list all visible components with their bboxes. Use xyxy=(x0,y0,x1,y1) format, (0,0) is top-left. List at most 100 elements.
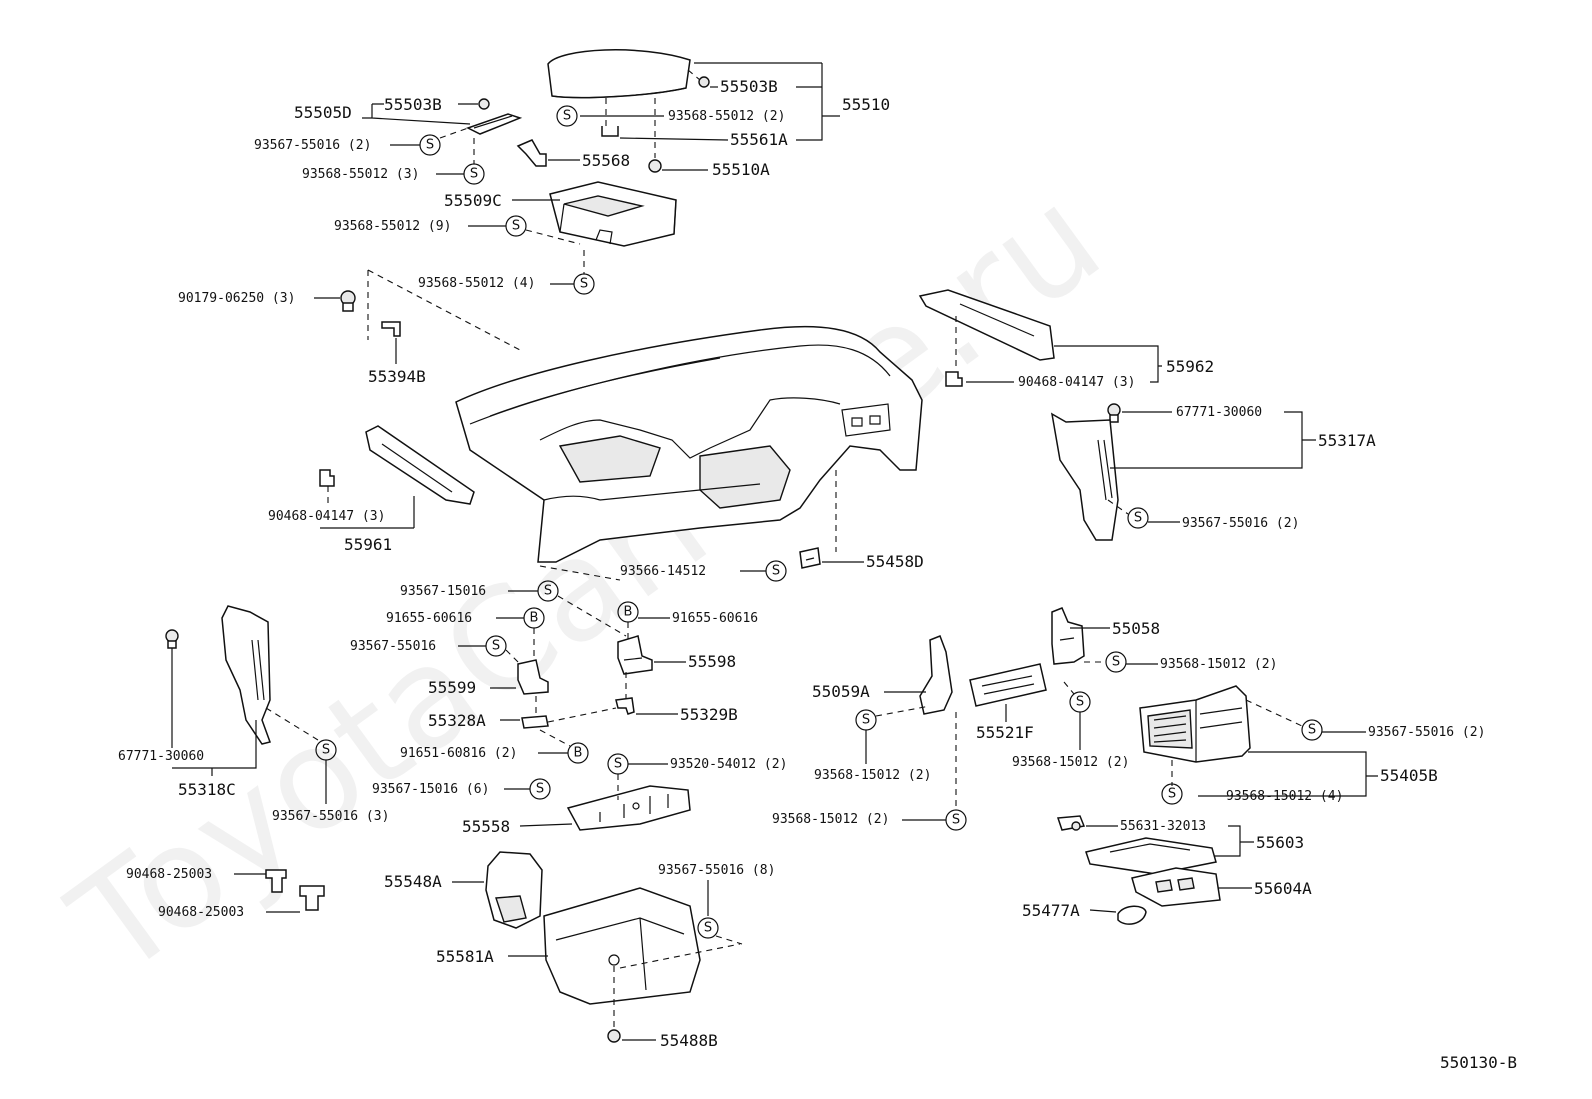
label-93568-15012-2-a: 93568-15012 (2) xyxy=(1160,657,1277,672)
label-93568-15012-2-c: 93568-15012 (2) xyxy=(814,768,931,783)
svg-text:S: S xyxy=(580,277,588,292)
label-55961: 55961 xyxy=(344,535,392,554)
part-55603 xyxy=(1085,837,1217,875)
label-93567-55016-2-cluster: 93567-55016 (2) xyxy=(1368,725,1485,740)
label-93567-55016-2-top: 93567-55016 (2) xyxy=(254,138,371,153)
label-55548A: 55548A xyxy=(384,872,442,891)
svg-text:S: S xyxy=(512,219,520,234)
label-93568-15012-4: 93568-15012 (4) xyxy=(1226,789,1343,804)
label-55510A: 55510A xyxy=(712,160,770,179)
label-93567-55016-2-right: 93567-55016 (2) xyxy=(1182,516,1299,531)
clip-55488B xyxy=(607,1029,621,1043)
label-93567-55016-mid: 93567-55016 xyxy=(350,639,436,654)
svg-text:S: S xyxy=(536,782,544,797)
label-91651-60816-2: 91651-60816 (2) xyxy=(400,746,517,761)
diagram-code: 550130-B xyxy=(1440,1053,1517,1072)
label-91655-60616-left: 91655-60616 xyxy=(386,611,472,626)
label-91655-60616-right: 91655-60616 xyxy=(672,611,758,626)
screw-symbol: S xyxy=(463,163,485,185)
part-55458D xyxy=(799,547,821,569)
screw-symbol: S xyxy=(855,709,877,731)
label-93568-15012-2-d: 93568-15012 (2) xyxy=(772,812,889,827)
label-93567-15016: 93567-15016 xyxy=(400,584,486,599)
label-55510: 55510 xyxy=(842,95,890,114)
screw-symbol: S xyxy=(1301,719,1323,741)
part-55317A xyxy=(1050,412,1119,541)
label-93567-55016-3: 93567-55016 (3) xyxy=(272,809,389,824)
screw-symbol: S xyxy=(1127,507,1149,529)
part-55581A xyxy=(543,887,701,1005)
screw-symbol: S xyxy=(765,560,787,582)
svg-text:S: S xyxy=(470,167,478,182)
label-55329B: 55329B xyxy=(680,705,738,724)
screw-symbol: S xyxy=(537,580,559,602)
screw-symbol: S xyxy=(945,809,967,831)
part-55961 xyxy=(365,425,475,505)
screw-symbol: S xyxy=(556,105,578,127)
screw-symbol: S xyxy=(1161,783,1183,805)
nut-55503B-left xyxy=(478,98,490,110)
part-55058 xyxy=(1051,607,1085,665)
label-55581A: 55581A xyxy=(436,947,494,966)
screw-symbol: S xyxy=(573,273,595,295)
label-93568-55012-2: 93568-55012 (2) xyxy=(668,109,785,124)
svg-text:S: S xyxy=(322,743,330,758)
screw-symbol: S xyxy=(505,215,527,237)
label-55558: 55558 xyxy=(462,817,510,836)
label-55503B-left: 55503B xyxy=(384,95,442,114)
label-93567-15016-6: 93567-15016 (6) xyxy=(372,782,489,797)
label-55394B: 55394B xyxy=(368,367,426,386)
part-55604A xyxy=(1131,867,1221,907)
svg-text:S: S xyxy=(563,109,571,124)
label-90468-25003-bottom: 90468-25003 xyxy=(158,905,244,920)
label-55488B: 55488B xyxy=(660,1031,718,1050)
part-55521F xyxy=(969,663,1047,707)
label-93568-55012-3: 93568-55012 (3) xyxy=(302,167,419,182)
part-55318C xyxy=(221,605,271,745)
svg-text:S: S xyxy=(772,564,780,579)
clip-67771-30060-left xyxy=(165,629,179,649)
clip-90468-04147-right xyxy=(945,371,963,387)
label-93520-54012-2: 93520-54012 (2) xyxy=(670,757,787,772)
screw-symbol: S xyxy=(419,134,441,156)
pin-55394B xyxy=(381,321,401,337)
label-67771-30060-left: 67771-30060 xyxy=(118,749,204,764)
svg-text:S: S xyxy=(862,713,870,728)
part-55561A xyxy=(601,126,619,137)
part-55599 xyxy=(517,659,549,695)
screw-symbol: S xyxy=(697,917,719,939)
label-55317A: 55317A xyxy=(1318,431,1376,450)
part-55059A xyxy=(919,635,953,715)
label-55059A: 55059A xyxy=(812,682,870,701)
part-instrument-panel xyxy=(455,325,923,563)
clip-90179-06250 xyxy=(340,290,356,312)
label-55509C: 55509C xyxy=(444,191,502,210)
label-93568-55012-4: 93568-55012 (4) xyxy=(418,276,535,291)
label-93568-15012-2-b: 93568-15012 (2) xyxy=(1012,755,1129,770)
label-55328A: 55328A xyxy=(428,711,486,730)
svg-text:S: S xyxy=(1076,695,1084,710)
label-55603: 55603 xyxy=(1256,833,1304,852)
svg-text:S: S xyxy=(704,921,712,936)
screw-symbol: S xyxy=(485,635,507,657)
label-55505D: 55505D xyxy=(294,103,352,122)
part-55329B xyxy=(615,697,635,715)
svg-text:S: S xyxy=(952,813,960,828)
screw-symbol: S xyxy=(1105,651,1127,673)
label-55503B-right: 55503B xyxy=(720,77,778,96)
part-55598 xyxy=(617,635,653,675)
svg-text:S: S xyxy=(614,757,622,772)
screw-symbol: S xyxy=(1069,691,1091,713)
label-55599: 55599 xyxy=(428,678,476,697)
part-55568 xyxy=(516,139,547,167)
label-93568-55012-9: 93568-55012 (9) xyxy=(334,219,451,234)
svg-text:S: S xyxy=(1134,511,1142,526)
label-90468-25003-top: 90468-25003 xyxy=(126,867,212,882)
label-90468-04147-3-left: 90468-04147 (3) xyxy=(268,509,385,524)
label-55477A: 55477A xyxy=(1022,901,1080,920)
part-55558 xyxy=(566,785,691,831)
label-55561A: 55561A xyxy=(730,130,788,149)
part-55328A xyxy=(521,715,549,729)
part-55405B xyxy=(1139,685,1251,763)
label-55458D: 55458D xyxy=(866,552,924,571)
